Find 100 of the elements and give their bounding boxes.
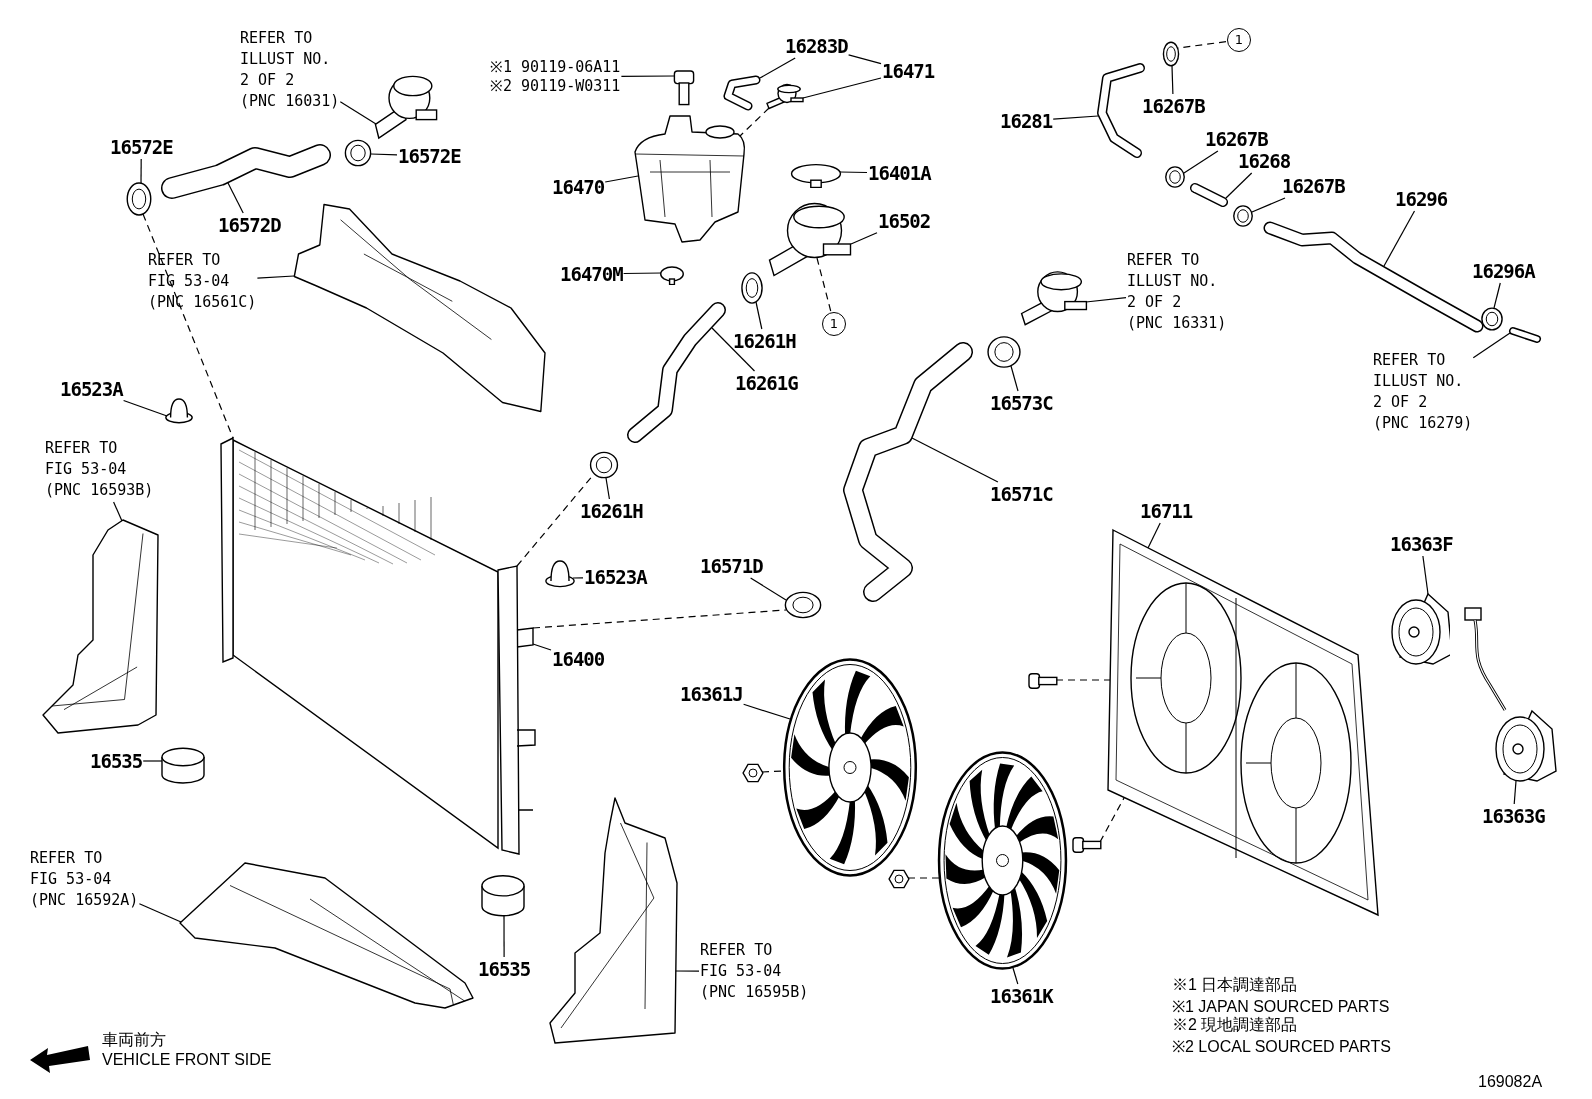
leader-line — [572, 577, 584, 579]
hose-clamp-drawing — [1480, 306, 1504, 332]
part-number: 16268 — [1238, 150, 1291, 172]
leader-line — [743, 703, 791, 720]
part-number: 16261H — [733, 330, 796, 352]
part-number: 16283D — [785, 35, 848, 57]
reference-note: REFER TO FIG 53-04 — [148, 250, 231, 292]
bolt-part-number: ※1 90119-06A11 — [490, 58, 621, 77]
part-number: 16361J — [680, 683, 743, 705]
part-number: 16267B — [1205, 128, 1268, 150]
assembly-line — [1055, 679, 1111, 681]
part-number: 16267B — [1282, 175, 1345, 197]
part-number: 16572E — [398, 145, 461, 167]
assembly-line — [532, 609, 787, 629]
leader-line — [674, 970, 700, 972]
cushion-drawing — [480, 872, 526, 918]
leader-line — [850, 232, 878, 245]
direction-label: 車両前方 — [102, 1030, 166, 1050]
leader-line — [623, 272, 663, 275]
footnote: ※1 JAPAN SOURCED PARTS — [1172, 997, 1390, 1017]
leader-line — [1225, 172, 1253, 199]
leader-line — [532, 643, 552, 651]
reference-note: REFER TO ILLUST NO. 2 OF 2 — [1373, 350, 1465, 413]
part-number: 16281 — [1000, 110, 1053, 132]
part-number: 16523A — [60, 378, 123, 400]
reference-circle: 1 — [822, 312, 846, 336]
leader-line — [750, 577, 787, 601]
leader-line — [1493, 282, 1501, 309]
reference-note: REFER TO FIG 53-04 — [700, 940, 783, 982]
pnc-number: (PNC 16595B) — [700, 982, 809, 1003]
fan-shroud-drawing — [1106, 528, 1381, 918]
hose-clamp-drawing — [1164, 165, 1186, 189]
part-number: 16572E — [110, 136, 173, 158]
pnc-number: (PNC 16593B) — [45, 480, 154, 501]
leader-line — [1383, 210, 1416, 267]
leader-line — [370, 153, 398, 156]
leader-line — [339, 101, 377, 125]
hose-drawing — [1190, 182, 1228, 208]
leader-line — [256, 275, 295, 279]
leader-line — [1085, 297, 1127, 303]
leader-line — [911, 437, 999, 483]
cushion-drawing — [160, 745, 206, 785]
hose-drawing — [1508, 325, 1542, 345]
part-number: 16572D — [218, 214, 281, 236]
part-number: 16296A — [1472, 260, 1535, 282]
part-number: 16267B — [1142, 95, 1205, 117]
fan-drawing — [780, 655, 920, 880]
leader-line — [138, 903, 182, 923]
leader-line — [1513, 780, 1517, 805]
leader-line — [1052, 115, 1099, 120]
leader-line — [1012, 967, 1019, 985]
leader-line — [123, 399, 168, 417]
bolt-drawing — [672, 70, 696, 106]
footnote: ※2 LOCAL SOURCED PARTS — [1172, 1037, 1391, 1057]
reference-note: REFER TO FIG 53-04 — [30, 848, 113, 890]
part-number: 16535 — [90, 750, 143, 772]
leader-line — [1422, 555, 1429, 595]
bolt-part-number: ※2 90119-W0311 — [490, 77, 621, 96]
part-number: 16363F — [1390, 533, 1453, 555]
leader-line — [1251, 197, 1286, 213]
assembly-line — [1099, 797, 1125, 843]
direction-label: VEHICLE FRONT SIDE — [102, 1051, 272, 1069]
nut-drawing — [888, 868, 910, 890]
part-number: 16523A — [584, 566, 647, 588]
hose-clamp-drawing — [588, 450, 620, 480]
leader-line — [839, 171, 868, 174]
assembly-line — [816, 257, 832, 312]
nut-drawing — [742, 762, 764, 784]
hose-clamp-drawing — [985, 334, 1023, 370]
leader-line — [1183, 150, 1219, 174]
leader-line — [755, 301, 763, 330]
hose-clamp-drawing — [125, 180, 153, 218]
leader-line — [848, 54, 882, 65]
part-number: 16711 — [1140, 500, 1193, 522]
fan-motor-drawing — [1388, 592, 1450, 667]
reference-circle: 1 — [1227, 28, 1251, 52]
reference-note: REFER TO ILLUST NO. 2 OF 2 — [1127, 250, 1219, 313]
bolt-drawing — [1072, 836, 1102, 854]
part-number: 16261G — [735, 372, 798, 394]
cap-drawing — [790, 162, 842, 188]
hose-clamp-drawing — [782, 590, 824, 620]
pnc-number: (PNC 16561C) — [148, 292, 257, 313]
leader-line — [605, 477, 610, 500]
part-number: 16471 — [882, 60, 935, 82]
part-number: 16296 — [1395, 188, 1448, 210]
leader-line — [604, 175, 639, 183]
pnc-number: (PNC 16331) — [1127, 313, 1227, 334]
reference-note: REFER TO FIG 53-04 — [45, 438, 128, 480]
hose-clamp-drawing — [1162, 40, 1180, 68]
part-number: 16363G — [1482, 805, 1545, 827]
leader-line — [142, 760, 163, 762]
part-number: 16400 — [552, 648, 605, 670]
part-number: 16361K — [990, 985, 1053, 1007]
leader-line — [503, 915, 505, 958]
leader-line — [759, 57, 796, 79]
part-number: 16502 — [878, 210, 931, 232]
footnote: ※1 日本調達部品 — [1172, 975, 1298, 995]
leader-line — [113, 501, 123, 522]
hose-clamp-drawing — [1232, 204, 1254, 228]
leader-line — [140, 158, 142, 185]
